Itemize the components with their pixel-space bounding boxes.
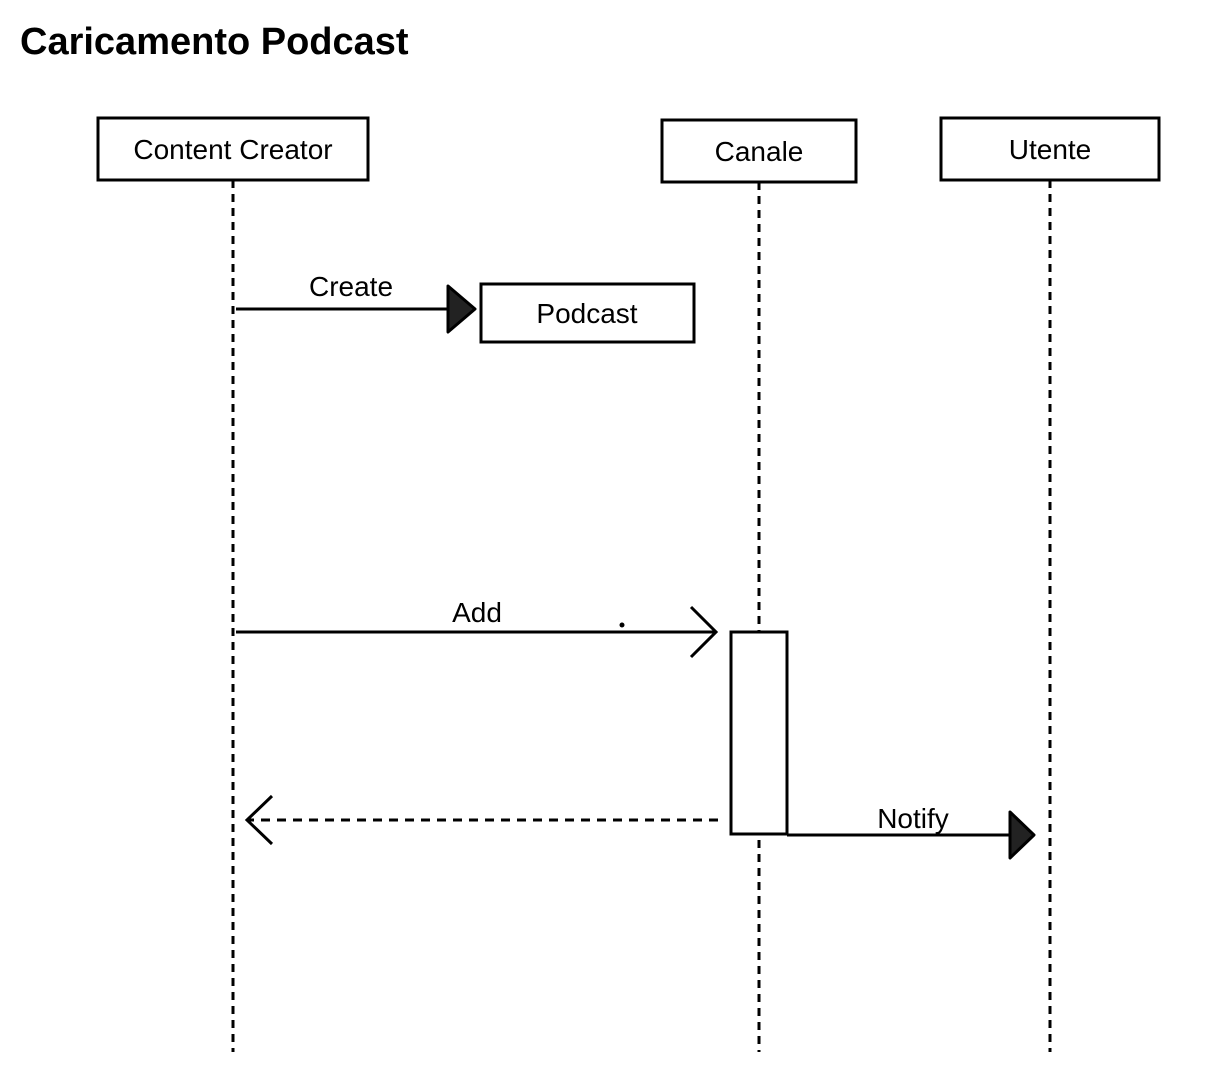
canale-activation-bar bbox=[729, 630, 789, 836]
return-arrowhead-icon bbox=[244, 794, 274, 846]
podcast-object[interactable]: Podcast bbox=[479, 282, 696, 344]
participant-content-creator[interactable]: Content Creator bbox=[96, 116, 370, 182]
notify-message-label: Notify bbox=[877, 803, 949, 834]
add-arrowhead-icon bbox=[689, 605, 719, 659]
participant-utente[interactable]: Utente bbox=[939, 116, 1161, 182]
notify-arrowhead-icon bbox=[1008, 810, 1036, 860]
participant-utente-label: Utente bbox=[1009, 134, 1092, 165]
participant-canale[interactable]: Canale bbox=[660, 118, 858, 184]
participant-canale-label: Canale bbox=[715, 136, 804, 167]
create-arrowhead-icon bbox=[446, 284, 477, 334]
page-title: Caricamento Podcast bbox=[20, 21, 409, 63]
stray-dot bbox=[619, 622, 625, 628]
add-message-label: Add bbox=[452, 597, 502, 628]
create-message-label: Create bbox=[309, 271, 393, 302]
participant-content-creator-label: Content Creator bbox=[133, 134, 332, 165]
podcast-object-label: Podcast bbox=[536, 298, 637, 329]
